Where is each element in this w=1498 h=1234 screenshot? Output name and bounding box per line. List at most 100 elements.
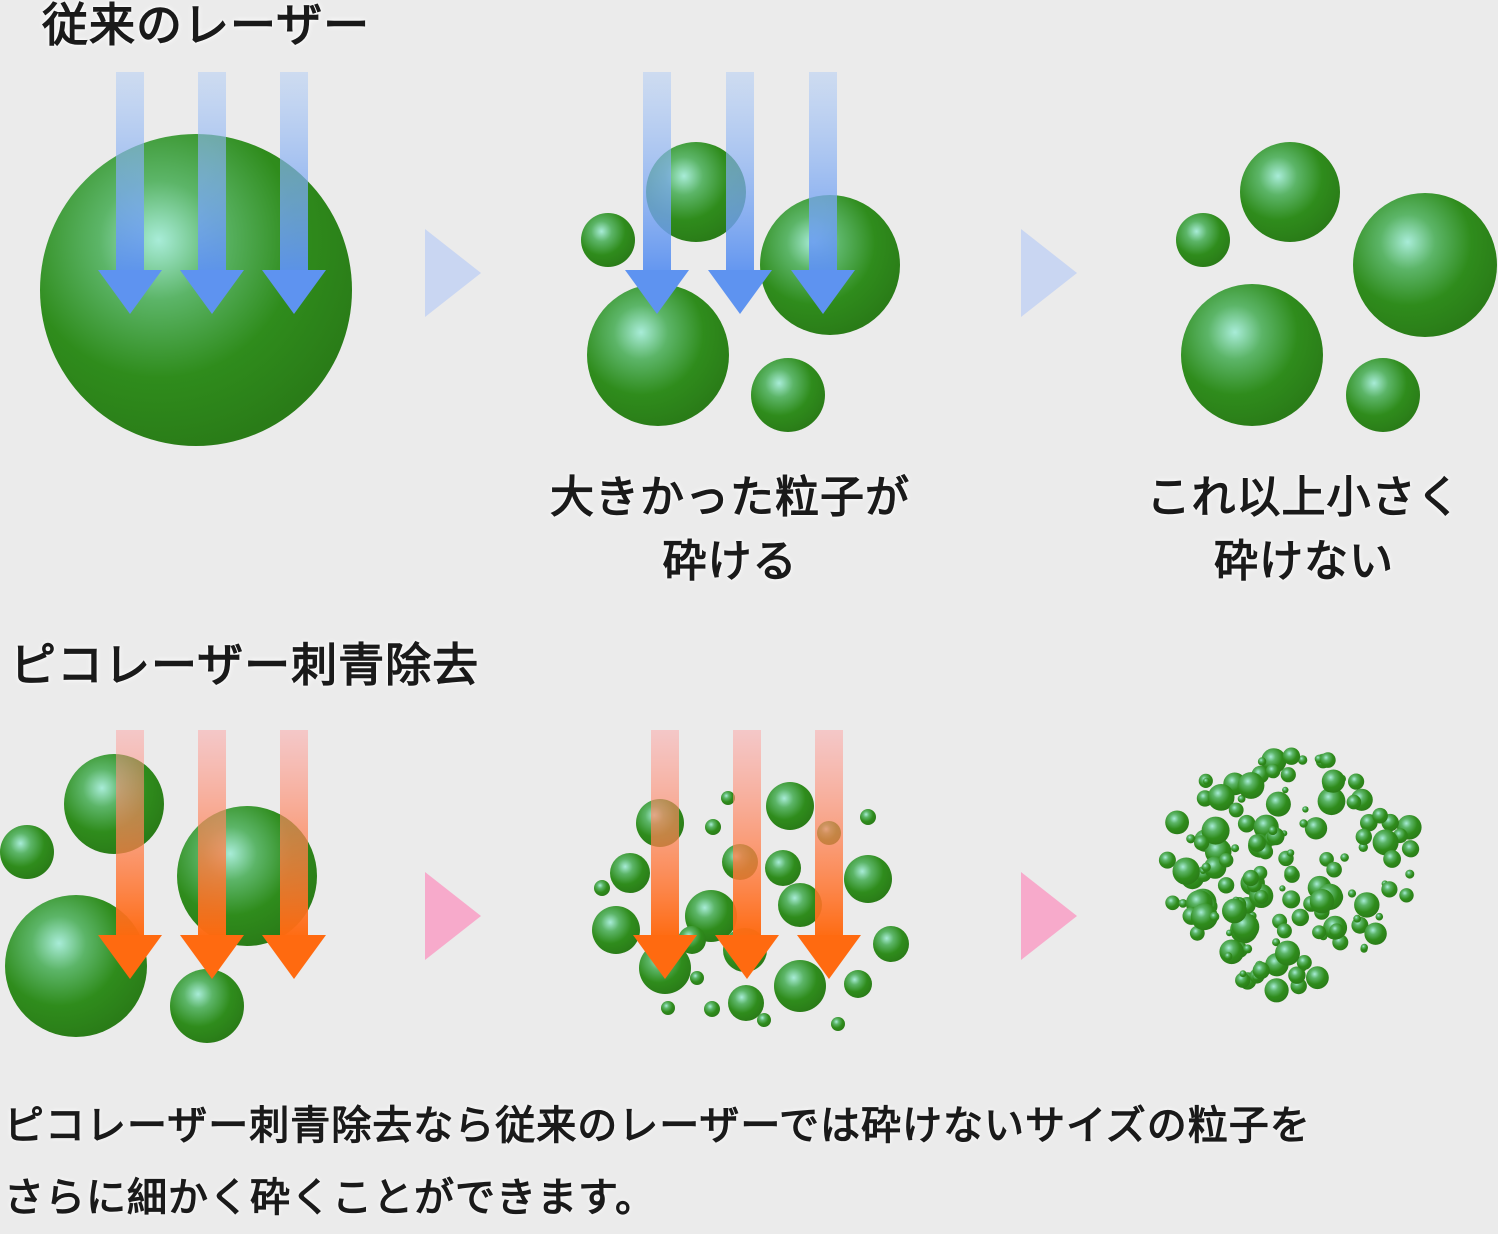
ink-particle bbox=[1186, 834, 1196, 844]
ink-particle bbox=[1372, 829, 1399, 856]
ink-particle bbox=[1165, 895, 1180, 911]
ink-particle bbox=[1347, 889, 1357, 898]
ink-particle bbox=[1194, 835, 1210, 851]
ink-particle bbox=[1279, 885, 1286, 892]
ink-particle bbox=[1239, 970, 1247, 978]
ink-particle bbox=[1217, 877, 1235, 894]
ink-particle bbox=[721, 791, 735, 805]
ink-particle bbox=[1346, 358, 1420, 432]
ink-particle bbox=[1265, 763, 1281, 779]
step-arrow-icon bbox=[425, 229, 481, 317]
ink-particle bbox=[1203, 777, 1210, 785]
ink-particle bbox=[844, 970, 872, 998]
caption-cannot-break-smaller: これ以上小さく 砕けない bbox=[1110, 466, 1498, 594]
orange-laser-arrow-icon bbox=[180, 730, 244, 979]
ink-particle bbox=[170, 969, 244, 1043]
ink-particle bbox=[1190, 903, 1218, 931]
caption-particles-broken: 大きかった粒子が 砕ける bbox=[500, 466, 960, 594]
summary-line-2: さらに細かく砕くことができます。 bbox=[4, 1175, 656, 1221]
ink-particle bbox=[1237, 814, 1256, 833]
ink-particle bbox=[1165, 810, 1189, 835]
ink-particle bbox=[1381, 881, 1398, 898]
orange-laser-arrow-icon bbox=[797, 730, 861, 979]
ink-particle bbox=[1296, 955, 1312, 970]
ink-particle bbox=[1228, 802, 1244, 818]
step-arrow-icon bbox=[425, 872, 481, 960]
ink-particle bbox=[1405, 869, 1415, 879]
ink-particle bbox=[1201, 862, 1211, 872]
ink-particle bbox=[1321, 769, 1345, 793]
ink-particle bbox=[1280, 767, 1296, 783]
ink-particle bbox=[757, 1013, 771, 1027]
ink-particle bbox=[64, 754, 164, 854]
ink-particle bbox=[1317, 787, 1346, 816]
ink-particle bbox=[594, 880, 610, 896]
ink-particle bbox=[1353, 193, 1497, 337]
ink-particle bbox=[1312, 925, 1327, 940]
ink-particle bbox=[1309, 889, 1335, 914]
ink-particle bbox=[1326, 861, 1342, 878]
blue-laser-arrow-icon bbox=[791, 72, 855, 314]
ink-particle bbox=[1306, 966, 1329, 990]
ink-particle bbox=[1254, 890, 1269, 904]
ink-particle bbox=[1297, 755, 1308, 765]
ink-particle bbox=[1320, 752, 1336, 768]
ink-particle bbox=[1299, 819, 1308, 828]
ink-particle bbox=[1282, 890, 1301, 909]
orange-laser-arrow-icon bbox=[633, 730, 697, 979]
ink-particle bbox=[1158, 851, 1176, 869]
ink-particle bbox=[1207, 784, 1235, 811]
ink-particle bbox=[831, 1017, 845, 1031]
ink-particle bbox=[1286, 849, 1295, 857]
ink-particle bbox=[1304, 817, 1328, 840]
ink-particle bbox=[1302, 806, 1309, 813]
ink-particle bbox=[1329, 923, 1344, 938]
ink-particle bbox=[860, 809, 876, 825]
ink-particle bbox=[1291, 908, 1310, 927]
ink-particle bbox=[1276, 923, 1292, 939]
ink-particle bbox=[5, 895, 147, 1037]
ink-particle bbox=[1264, 978, 1289, 1003]
ink-particle bbox=[1237, 772, 1265, 799]
ink-particle bbox=[1178, 899, 1188, 908]
ink-particle bbox=[844, 855, 892, 903]
ink-particle bbox=[1399, 888, 1414, 903]
ink-particle bbox=[1243, 944, 1253, 954]
ink-particle bbox=[1358, 842, 1369, 852]
step-arrows-layer bbox=[425, 229, 1077, 960]
ink-particle bbox=[1375, 912, 1384, 921]
ink-particle bbox=[1235, 972, 1251, 988]
ink-particle bbox=[1340, 853, 1349, 862]
ink-particle bbox=[1231, 844, 1240, 853]
ink-particle bbox=[1282, 747, 1301, 765]
ink-particle bbox=[1219, 853, 1234, 868]
summary-line-1: ピコレーザー刺青除去なら従来のレーザーでは砕けないサイズの粒子を bbox=[4, 1103, 1311, 1149]
ink-particle bbox=[728, 985, 764, 1021]
ink-particle bbox=[0, 825, 54, 879]
ink-particle bbox=[1348, 773, 1365, 790]
caption-line: 砕ける bbox=[662, 536, 798, 587]
ink-particle bbox=[1372, 807, 1388, 824]
ink-particle bbox=[774, 960, 826, 1012]
ink-particle bbox=[1240, 142, 1340, 242]
ink-particle bbox=[873, 926, 909, 962]
ink-particle bbox=[1219, 939, 1244, 965]
step-arrow-icon bbox=[1021, 229, 1077, 317]
conventional-laser-heading: 従来のレーザー bbox=[42, 0, 371, 52]
ink-particle bbox=[1248, 834, 1266, 852]
ink-particle bbox=[705, 819, 721, 835]
caption-line: 大きかった粒子が bbox=[550, 472, 910, 523]
ink-particle bbox=[1226, 929, 1233, 937]
ink-particle bbox=[1402, 840, 1420, 858]
ink-particle bbox=[1353, 914, 1362, 923]
ink-particle bbox=[765, 850, 801, 886]
ink-particle bbox=[751, 358, 825, 432]
ink-particle bbox=[1222, 898, 1247, 924]
ink-particle bbox=[690, 971, 704, 985]
blue-laser-arrow-icon bbox=[98, 72, 162, 314]
ink-particle bbox=[1209, 911, 1220, 922]
ink-particle bbox=[1268, 825, 1278, 836]
ink-particle bbox=[1360, 943, 1369, 952]
ink-particle bbox=[1346, 794, 1362, 810]
